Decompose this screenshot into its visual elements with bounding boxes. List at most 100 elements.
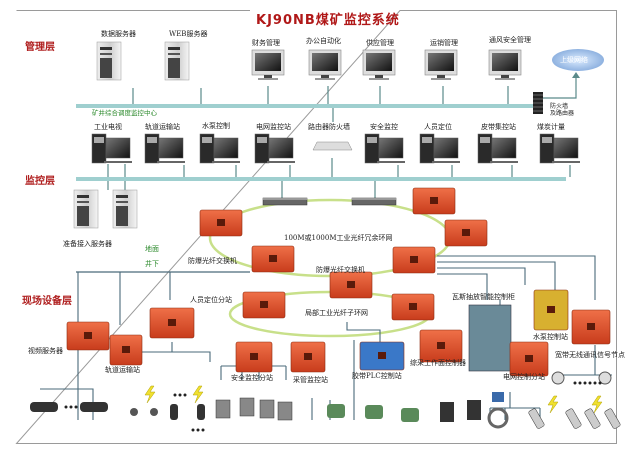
wireless-bolt-icon — [144, 385, 156, 404]
wireless-node-icon — [571, 309, 611, 345]
explosion-proof-switch-icon — [391, 293, 435, 321]
data-server-icon — [96, 41, 122, 81]
workstation-monitor-icon — [488, 49, 522, 80]
explosion-proof-switch-icon — [444, 219, 488, 247]
label-safety-substation: 安全监控分站 — [231, 374, 273, 382]
label-supply: 供应管理 — [366, 39, 394, 47]
label-rail-station: 轨道运输站 — [105, 366, 140, 374]
label-face-controller: 综采工作面控制器 — [410, 359, 466, 367]
label-belt-control: 皮带集控站 — [481, 123, 516, 131]
access-server-icon — [112, 189, 138, 229]
rail-station-icon — [109, 334, 143, 366]
tag-icon — [130, 408, 158, 416]
label-pump-station: 水泵控制站 — [533, 333, 568, 341]
label-access-server: 准备接入服务器 — [63, 240, 112, 248]
label-underground: 井下 — [145, 260, 159, 268]
sensor-icon — [215, 399, 231, 419]
label-pump-control: 水泵控制 — [202, 122, 230, 130]
frame-border — [15, 10, 617, 444]
cloud-icon — [552, 49, 604, 71]
fiber-switch-icon — [351, 197, 397, 206]
label-firewall: 防火墙 及路由器 — [550, 103, 575, 117]
ellipsis-icon — [64, 405, 78, 409]
label-data-server: 数据服务器 — [101, 30, 136, 38]
camera-icon — [30, 402, 108, 412]
sensor-icon — [277, 401, 293, 421]
belt-sensor-icon — [401, 408, 419, 422]
pump-station-icon — [533, 289, 569, 331]
management-drops — [107, 86, 571, 198]
monitor-pc-icon — [91, 133, 132, 164]
explosion-proof-switch-icon — [199, 209, 243, 237]
personnel-substation-icon — [149, 307, 195, 339]
face-controller-icon — [419, 329, 463, 363]
uplink-arrow — [539, 76, 577, 99]
video-server-icon — [66, 321, 110, 351]
label-surface: 地面 — [145, 245, 159, 253]
diagram-title: KJ90NB煤矿监控系统 — [256, 13, 400, 28]
label-personnel-substation: 人员定位分站 — [190, 296, 232, 304]
safety-substation-icon — [235, 341, 273, 373]
layer-label-management: 管理层 — [25, 42, 55, 53]
label-sales: 运销管理 — [430, 39, 458, 47]
monitor-pc-icon — [539, 133, 580, 164]
handset-icon — [584, 408, 601, 429]
belt-sensor-icon — [365, 405, 383, 419]
label-mining-monitor: 采管监控站 — [293, 376, 328, 384]
explosion-proof-switch-icon — [242, 291, 286, 319]
label-coal-metering: 煤炭计量 — [537, 123, 565, 131]
label-grid-monitor: 电网监控站 — [256, 123, 291, 131]
ellipsis-icon — [588, 381, 602, 385]
label-video-server: 视频服务器 — [28, 347, 63, 355]
explosion-proof-switch-icon — [329, 271, 373, 299]
handset-icon — [528, 408, 545, 429]
ellipsis-icon — [173, 393, 187, 397]
label-router-firewall: 路由器防火墙 — [308, 123, 350, 131]
firewall-icon — [533, 92, 543, 114]
access-server-icon — [73, 189, 99, 229]
label-belt-plc: 胶带PLC控制站 — [352, 372, 402, 380]
monitor-pc-icon — [419, 133, 460, 164]
management-bus — [76, 104, 536, 108]
label-rail-transport: 轨道运输站 — [145, 123, 180, 131]
workstation-monitor-icon — [251, 49, 285, 80]
wireless-bolt-icon — [192, 385, 204, 404]
web-server-icon — [164, 41, 190, 81]
ellipsis-icon — [191, 428, 205, 432]
grid-substation-icon — [509, 341, 549, 377]
wireless-bolt-icon — [547, 395, 559, 414]
label-switch-center: 防爆光纤交换机 — [316, 266, 365, 274]
layer-label-monitoring: 监控层 — [25, 176, 55, 187]
label-upper-network: 上级网络 — [560, 56, 588, 64]
explosion-proof-switch-icon — [412, 187, 456, 215]
flowmeter-icon — [487, 392, 509, 429]
label-finance: 财务管理 — [252, 39, 280, 47]
wireless-antenna-icon — [598, 371, 612, 385]
label-wireless-node: 宽带无线通讯信号节点 — [555, 351, 625, 359]
explosion-proof-switch-icon — [251, 245, 295, 273]
sensor-icon — [259, 399, 275, 419]
label-gas-drainage: 瓦斯抽放智能控制柜 — [452, 293, 515, 301]
monitor-pc-icon — [477, 133, 518, 164]
monitor-pc-icon — [144, 133, 185, 164]
wireless-antenna-icon — [551, 371, 565, 385]
monitor-pc-icon — [254, 133, 295, 164]
label-ventilation: 通风安全管理 — [489, 36, 531, 44]
workstation-monitor-icon — [362, 49, 396, 80]
belt-sensor-icon — [327, 404, 345, 418]
label-industrial-tv: 工业电视 — [94, 123, 122, 131]
label-safety-monitor: 安全监控 — [370, 123, 398, 131]
monitor-pc-icon — [199, 133, 240, 164]
field-wiring — [40, 255, 612, 420]
gas-sensor-icon — [467, 400, 481, 420]
mining-monitor-icon — [290, 341, 326, 373]
handset-icon — [565, 408, 582, 429]
ellipsis-icon — [573, 381, 587, 385]
label-office-automation: 办公自动化 — [306, 37, 341, 45]
monitoring-bus — [76, 177, 566, 181]
workstation-monitor-icon — [308, 49, 342, 80]
label-web-server: WEB服务器 — [169, 30, 208, 38]
sensor-icon — [239, 397, 255, 417]
